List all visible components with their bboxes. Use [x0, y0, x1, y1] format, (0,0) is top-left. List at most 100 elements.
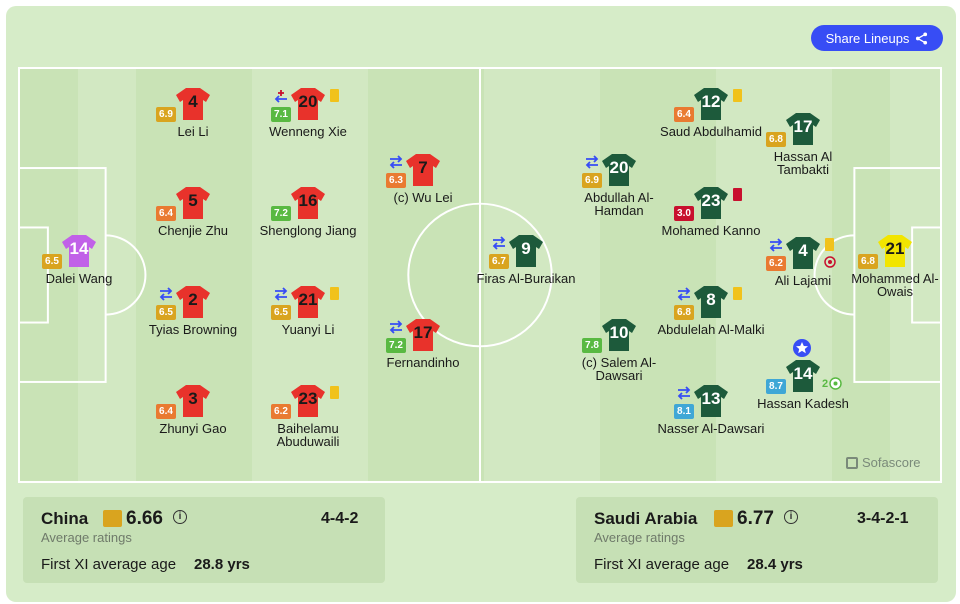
rating-badge: 6.9	[582, 173, 602, 188]
player-name: Saud Abdulhamid	[660, 124, 762, 139]
team-name: Saudi Arabia	[594, 509, 698, 528]
rating-badge: 6.8	[858, 254, 878, 269]
shirt-icon	[786, 237, 820, 269]
player-name: Fernandinho	[386, 355, 460, 370]
player-name: Nasser Al-Dawsari	[657, 421, 765, 436]
avg-rating-value: 6.66	[126, 508, 163, 529]
team-name: China	[41, 509, 89, 528]
own-goal-icon	[824, 256, 836, 268]
substitution-icon	[158, 287, 174, 301]
shirt-icon	[176, 385, 210, 417]
player-name: Firas Al-Buraikan	[476, 271, 576, 286]
shirt-icon	[878, 235, 912, 267]
rating-badge: 3.0	[674, 206, 694, 221]
rating-badge: 6.5	[156, 305, 176, 320]
rating-badge: 8.1	[674, 404, 694, 419]
player-name: Abdullah Al-Hamdan	[584, 190, 654, 218]
formation: 3-4-2-1	[857, 510, 909, 527]
player-name: (c) Salem Al-Dawsari	[581, 355, 657, 383]
rating-badge: 6.4	[156, 206, 176, 221]
goals-count: 2	[822, 378, 829, 390]
substitution-icon	[584, 155, 600, 169]
shirt-icon	[291, 88, 325, 120]
rating-badge: 6.5	[271, 305, 291, 320]
age-value: 28.8 yrs	[194, 556, 250, 573]
rating-badge: 8.7	[766, 379, 786, 394]
shirt-icon	[694, 187, 728, 219]
shirt-icon	[694, 286, 728, 318]
avg-rating-label: Average ratings	[594, 530, 685, 545]
rating-badge: 6.8	[766, 132, 786, 147]
player-name: Zhunyi Gao	[159, 421, 227, 436]
player-name: Mohammed Al-Owais	[851, 271, 939, 299]
yellow-card-icon	[733, 287, 742, 300]
rating-badge: 6.2	[271, 404, 291, 419]
shirt-icon	[786, 360, 820, 392]
player-name: Abdulelah Al-Malki	[657, 322, 765, 337]
shirt-icon	[291, 187, 325, 219]
rating-badge: 6.4	[674, 107, 694, 122]
rating-badge: 6.8	[674, 305, 694, 320]
age-label: First XI average age	[41, 556, 177, 573]
info-icon[interactable]: i	[173, 510, 187, 524]
rating-badge: 6.9	[156, 107, 176, 122]
goal-ball-icon	[829, 377, 842, 390]
player-name: Yuanyi Li	[281, 322, 335, 337]
shirt-icon	[602, 154, 636, 186]
shirt-icon	[176, 187, 210, 219]
substitution-icon	[273, 287, 289, 301]
shirt-icon	[602, 319, 636, 351]
avg-rating-icon	[714, 510, 733, 527]
yellow-card-icon	[733, 89, 742, 102]
sofascore-icon	[846, 456, 858, 469]
player-name: Wenneng Xie	[269, 124, 347, 139]
rating-badge: 6.4	[156, 404, 176, 419]
player-name: Ali Lajami	[774, 273, 832, 288]
shirt-icon	[406, 319, 440, 351]
sofascore-logo: Sofascore	[846, 455, 921, 470]
rating-badge: 6.2	[766, 256, 786, 271]
yellow-card-icon	[330, 287, 339, 300]
shirt-icon	[694, 88, 728, 120]
player-name: Mohamed Kanno	[661, 223, 761, 238]
formation: 4-4-2	[321, 510, 359, 527]
rating-badge: 7.2	[271, 206, 291, 221]
shirt-icon	[786, 113, 820, 145]
rating-badge: 7.2	[386, 338, 406, 353]
substitution-icon	[491, 236, 507, 250]
substitution-icon	[768, 238, 784, 252]
shirt-icon	[176, 88, 210, 120]
shirt-icon	[176, 286, 210, 318]
rating-badge: 6.5	[42, 254, 62, 269]
shirt-icon	[509, 235, 543, 267]
shirt-icon	[291, 385, 325, 417]
pitch	[18, 67, 942, 483]
yellow-card-icon	[330, 386, 339, 399]
rating-badge: 7.1	[271, 107, 291, 122]
player-name: Dalei Wang	[45, 271, 113, 286]
pitch-lines	[20, 69, 940, 481]
avg-rating-label: Average ratings	[41, 530, 132, 545]
player-name: Shenglong Jiang	[259, 223, 357, 238]
rating-badge: 6.3	[386, 173, 406, 188]
substitution-icon	[273, 89, 289, 103]
player-name: Hassan Kadesh	[757, 396, 849, 411]
china-summary: China 6.66 i Average ratings 4-4-2 First…	[23, 497, 385, 583]
substitution-icon	[388, 155, 404, 169]
player-name: Lei Li	[177, 124, 209, 139]
age-value: 28.4 yrs	[747, 556, 803, 573]
rating-badge: 6.7	[489, 254, 509, 269]
sofascore-brand: Sofascore	[862, 455, 921, 470]
share-lineups-button[interactable]: Share Lineups	[811, 25, 943, 51]
player-name: Tyias Browning	[148, 322, 238, 337]
player-name: Hassan Al Tambakti	[773, 149, 833, 177]
red-card-icon	[733, 188, 742, 201]
yellow-card-icon	[330, 89, 339, 102]
avg-rating-icon	[103, 510, 122, 527]
man-of-the-match-icon	[793, 339, 811, 357]
shirt-icon	[406, 154, 440, 186]
share-lineups-label: Share Lineups	[825, 30, 910, 46]
avg-rating-value: 6.77	[737, 508, 774, 529]
shirt-icon	[694, 385, 728, 417]
info-icon[interactable]: i	[784, 510, 798, 524]
